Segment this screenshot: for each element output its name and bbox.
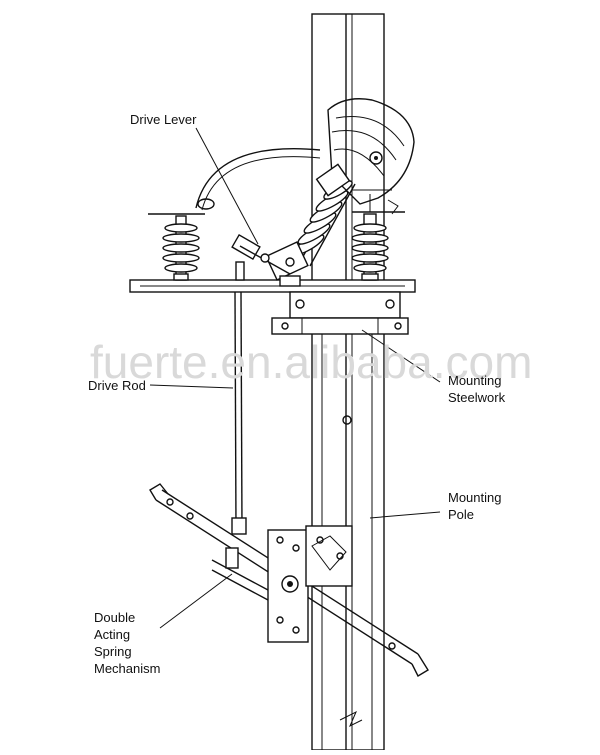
watermark-text: fuerte.en.alibaba.com: [90, 336, 532, 388]
label-drive-rod: Drive Rod: [88, 378, 146, 393]
label-spring-line4: Mechanism: [94, 661, 160, 676]
label-mounting-pole-line1: Mounting: [448, 490, 501, 505]
arcing-horn: [315, 98, 415, 215]
spring-mechanism: [149, 483, 429, 677]
left-insulator: [148, 213, 205, 281]
leader-lines: [149, 127, 441, 629]
center-insulator: [265, 179, 356, 287]
drive-lever: [195, 148, 321, 281]
label-mounting-steelwork-line1: Mounting: [448, 373, 501, 388]
drive-rod: [231, 291, 247, 535]
mounting-steelwork: [271, 291, 409, 335]
label-spring-line1: Double: [94, 610, 135, 625]
label-spring-line2: Acting: [94, 627, 130, 642]
right-insulator: [351, 211, 405, 281]
label-mounting-steelwork-line2: Steelwork: [448, 390, 506, 405]
label-mounting-pole-line2: Pole: [448, 507, 474, 522]
crossarm-plate: [129, 279, 416, 293]
label-drive-lever: Drive Lever: [130, 112, 197, 127]
label-spring-line3: Spring: [94, 644, 132, 659]
